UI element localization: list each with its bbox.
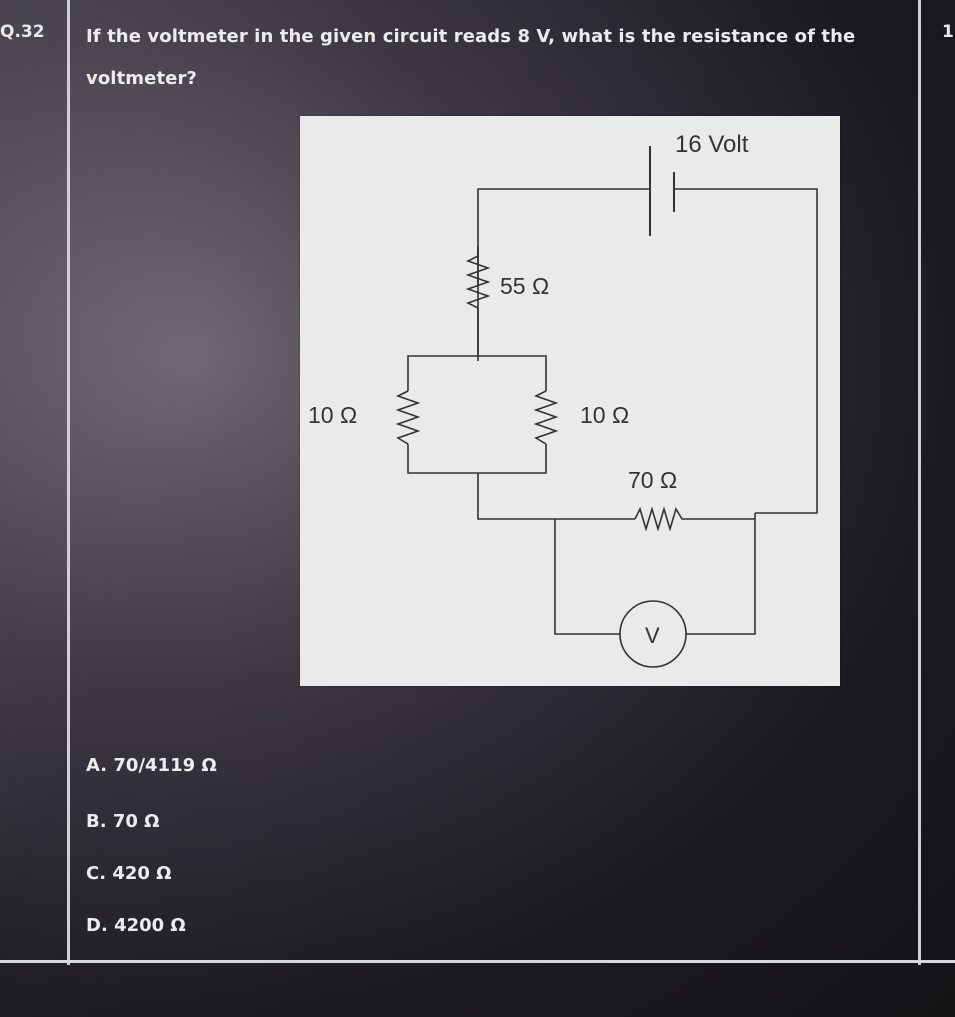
option-c-value: 420 Ω <box>112 863 172 884</box>
option-a-value: 70/4119 Ω <box>113 755 217 776</box>
option-d-letter: D. <box>86 915 108 936</box>
question-number: Q.32 <box>0 22 45 42</box>
option-c[interactable]: C. 420 Ω <box>86 863 172 884</box>
option-a-letter: A. <box>86 755 108 776</box>
option-c-letter: C. <box>86 863 107 884</box>
voltmeter-label: V <box>645 623 660 648</box>
resistor-right-10-label: 10 Ω <box>580 402 629 428</box>
wire-meter-left <box>554 519 620 635</box>
wire-meter-right <box>686 513 756 635</box>
option-b[interactable]: B. 70 Ω <box>86 811 159 832</box>
voltmeter-circle <box>619 600 687 668</box>
circuit-svg: 16 Volt 55 Ω 10 Ω 10 Ω 70 Ω V <box>308 131 818 668</box>
option-d[interactable]: D. 4200 Ω <box>86 915 186 936</box>
question-text: If the voltmeter in the given circuit re… <box>86 26 856 89</box>
resistor-70-symbol <box>634 506 755 532</box>
side-column-number: 1 <box>942 22 954 42</box>
wire-parallel-top-right <box>478 355 547 391</box>
column-divider-left <box>67 0 70 965</box>
option-b-value: 70 Ω <box>112 811 160 832</box>
wire-parallel-top-left <box>407 355 478 391</box>
resistor-55-symbol <box>465 246 491 356</box>
resistor-70-label: 70 Ω <box>628 467 677 493</box>
wire-to-70ohm <box>477 473 635 520</box>
wire-top-right <box>674 188 818 514</box>
column-divider-right <box>918 0 921 965</box>
battery-label: 16 Volt <box>675 131 749 158</box>
resistor-55-label: 55 Ω <box>500 273 549 299</box>
resistor-left-10-symbol <box>395 390 421 445</box>
row-divider-bottom <box>0 960 955 963</box>
option-a[interactable]: A. 70/4119 Ω <box>86 755 217 776</box>
wire-parallel-bottom <box>407 444 547 474</box>
option-b-letter: B. <box>86 811 107 832</box>
resistor-left-10-label: 10 Ω <box>308 402 357 428</box>
battery-symbol <box>649 146 675 236</box>
resistor-right-10-symbol <box>533 390 559 445</box>
option-d-value: 4200 Ω <box>114 915 186 936</box>
circuit-diagram: 16 Volt 55 Ω 10 Ω 10 Ω 70 Ω V <box>300 116 840 686</box>
